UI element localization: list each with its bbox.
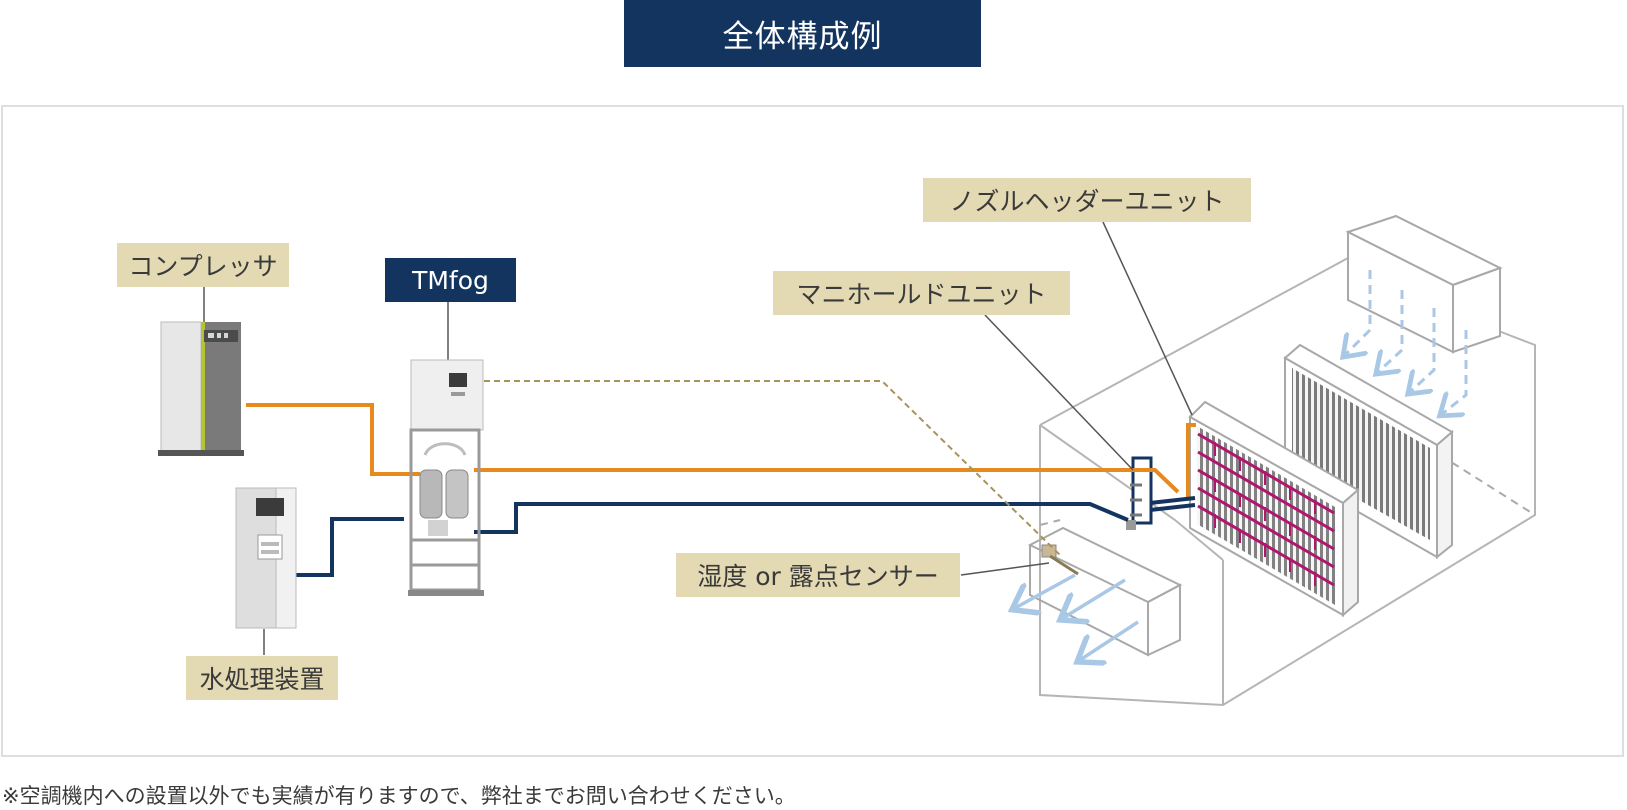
compressor-label: コンプレッサ xyxy=(117,243,289,287)
water-pipes xyxy=(296,496,1196,577)
compressor-unit xyxy=(158,321,244,456)
cooling-coil xyxy=(1283,343,1454,560)
nozzle-panel xyxy=(1188,400,1360,618)
fan-airflow-arrows xyxy=(1345,270,1468,414)
signal-line xyxy=(484,380,1061,556)
leader-lines xyxy=(203,221,1193,655)
duct xyxy=(1027,526,1183,657)
air-pipes xyxy=(246,403,1196,499)
nozzle-header-unit-label: ノズルヘッダーユニット xyxy=(923,178,1251,222)
sensor-label: 湿度 or 露点センサー xyxy=(676,553,960,597)
manifold-unit xyxy=(1126,456,1153,530)
tmfog-unit xyxy=(408,359,484,596)
air-handling-unit xyxy=(1039,257,1536,707)
water-treatment-unit xyxy=(235,487,297,629)
water-treatment-label: 水処理装置 xyxy=(186,656,338,700)
diagram-frame xyxy=(1,105,1624,757)
fan-box xyxy=(1345,214,1503,354)
manifold-unit-label: マニホールドユニット xyxy=(773,271,1070,315)
footnote: ※空調機内への設置以外でも実績が有りますので、弊社までお問い合わせください。 xyxy=(2,784,796,808)
diagram-title: 全体構成例 xyxy=(624,0,981,67)
tmfog-label: TMfog xyxy=(385,258,516,302)
duct-airflow-arrows xyxy=(1015,573,1139,660)
